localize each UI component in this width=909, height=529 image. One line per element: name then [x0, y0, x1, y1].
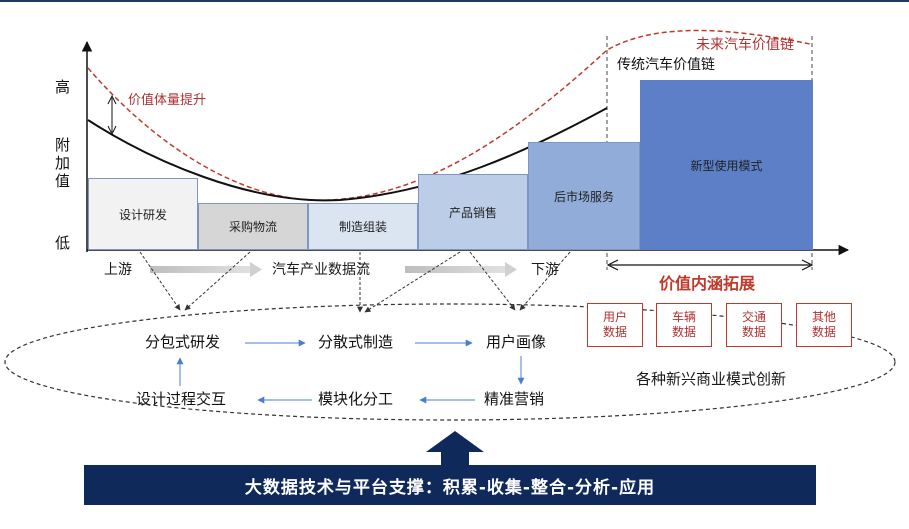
platform-support-banner: 大数据技术与平台支撑：积累-收集-整合-分析-应用	[84, 465, 816, 505]
stage-box-design-rd: 设计研发	[88, 178, 198, 250]
data-box-other: 其他数据	[796, 303, 852, 347]
outsourced-rd-label: 分包式研发	[145, 333, 221, 351]
upstream-label: 上游	[104, 262, 132, 278]
stage-label: 采购物流	[228, 220, 277, 234]
stage-box-manufacturing: 制造组装	[308, 203, 418, 250]
stage-box-new-usage: 新型使用模式	[640, 80, 813, 250]
stage-label: 产品销售	[448, 205, 497, 220]
traditional-chain-label: 传统汽车价值链	[617, 57, 715, 73]
support-arrow	[426, 431, 484, 465]
new-business-models-label: 各种新兴商业模式创新	[636, 370, 787, 388]
banner-text: 大数据技术与平台支撑：积累-收集-整合-分析-应用	[244, 477, 656, 498]
future-chain-label: 未来汽车价值链	[696, 37, 794, 53]
y-axis-mid-label-3: 值	[55, 172, 71, 190]
y-axis-low-label: 低	[55, 234, 71, 252]
design-interaction-label: 设计过程交互	[136, 390, 227, 408]
precision-marketing-label: 精准营销	[484, 390, 545, 408]
stage-label: 后市场服务	[553, 189, 614, 204]
y-axis-mid-label-2: 加	[55, 154, 71, 172]
distributed-manufacturing-label: 分散式制造	[318, 333, 394, 351]
data-flow-label: 汽车产业数据流	[272, 262, 370, 278]
stage-label: 新型使用模式	[690, 158, 763, 173]
stage-box-procurement: 采购物流	[198, 203, 308, 250]
stage-connectors	[139, 251, 571, 313]
value-increase-label: 价值体量提升	[128, 93, 207, 108]
stream-bar-left	[150, 266, 250, 273]
y-axis-mid-label-1: 附	[55, 136, 71, 154]
downstream-label: 下游	[531, 262, 559, 278]
stage-box-aftermarket: 后市场服务	[528, 142, 640, 250]
innovation-loop-ellipse	[4, 303, 896, 421]
user-profile-label: 用户画像	[486, 333, 547, 351]
future-value-curve	[87, 29, 811, 201]
y-axis-high-label: 高	[55, 78, 71, 96]
data-box-vehicle: 车辆数据	[656, 303, 712, 347]
stage-box-sales: 产品销售	[418, 174, 528, 250]
stream-bar-right	[405, 266, 505, 273]
modular-division-label: 模块化分工	[318, 390, 394, 408]
stage-label: 设计研发	[118, 207, 167, 222]
data-box-user: 用户数据	[587, 303, 643, 347]
data-box-traffic: 交通数据	[726, 303, 782, 347]
stage-label: 制造组装	[338, 220, 387, 234]
value-expansion-title: 价值内涵拓展	[659, 274, 756, 293]
